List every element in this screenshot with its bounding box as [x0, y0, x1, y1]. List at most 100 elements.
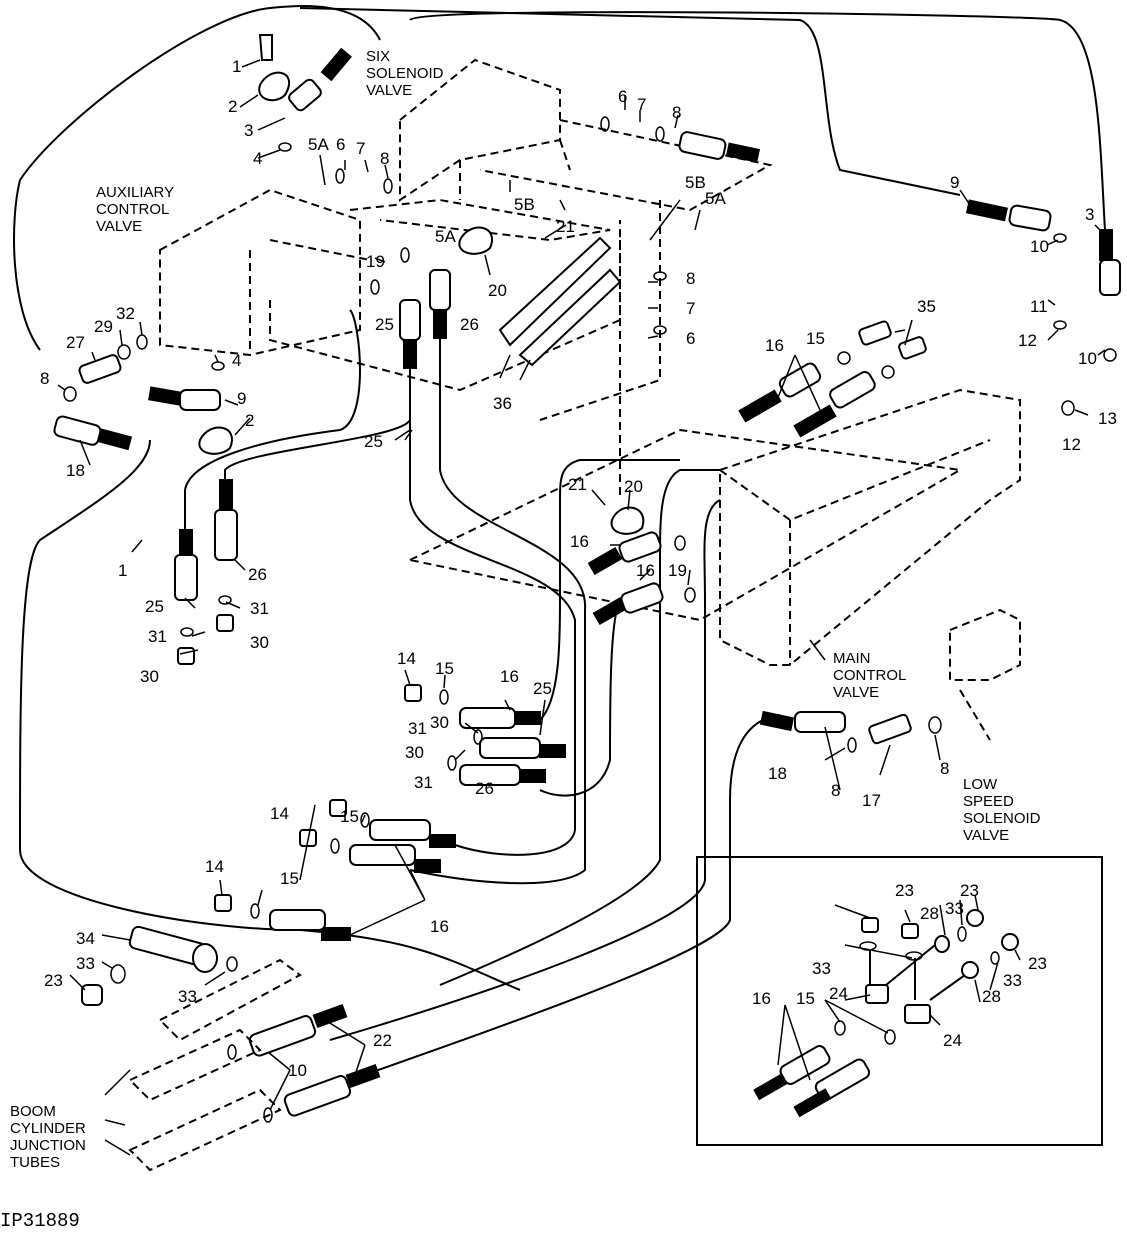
callout-32: 32	[116, 304, 135, 323]
o-ring-10d	[263, 1107, 273, 1123]
hose-end-16f	[429, 834, 456, 848]
label-low-speed-solenoid-valve: LOW SPEED SOLENOID VALVE	[963, 776, 1041, 844]
o-ring-15a	[837, 351, 851, 365]
callout-17: 17	[862, 791, 881, 810]
o-ring-33a	[110, 964, 126, 984]
o-ring-4b	[211, 361, 225, 371]
hose-end-16g	[414, 859, 441, 873]
fitting-9a	[1008, 204, 1052, 232]
hose-end-18b	[759, 710, 795, 732]
callout-28: 28	[982, 987, 1001, 1006]
callout-5a: 5A	[435, 227, 456, 246]
label-auxiliary-control-valve: AUXILIARY CONTROL VALVE	[96, 184, 175, 235]
callout-2: 2	[228, 97, 238, 116]
callout-26: 26	[460, 315, 479, 334]
hose-end-25b	[179, 529, 193, 556]
callout-16: 16	[430, 917, 449, 936]
o-ring-31c	[473, 729, 483, 745]
callout-10: 10	[1078, 349, 1097, 368]
cap-14d	[214, 894, 232, 912]
callout-16: 16	[636, 561, 655, 580]
hose-main-2	[439, 469, 720, 986]
callout-30: 30	[250, 633, 269, 652]
callout-36: 36	[493, 394, 512, 413]
o-ring-6b	[600, 116, 610, 132]
callout-15: 15	[806, 329, 825, 348]
callout-23: 23	[44, 971, 63, 990]
callout-14: 14	[205, 857, 224, 876]
o-ring-29	[117, 344, 131, 360]
hose-end-16e	[514, 711, 541, 725]
callout-14: 14	[397, 649, 416, 668]
callout-25: 25	[533, 679, 552, 698]
callout-5b: 5B	[685, 173, 706, 192]
callout-31: 31	[414, 773, 433, 792]
o-ring-6a	[335, 168, 345, 184]
boom-cylinder-junction-tubes	[128, 958, 302, 1172]
callout-20: 20	[488, 281, 507, 300]
callout-25: 25	[375, 315, 394, 334]
callout-2: 2	[245, 411, 255, 430]
fitting-22b	[283, 1075, 352, 1117]
o-ring-15c	[439, 689, 449, 705]
callout-33: 33	[1003, 971, 1022, 990]
fitting-16a	[778, 362, 822, 398]
callout-7: 7	[356, 139, 366, 158]
callout-16: 16	[752, 989, 771, 1008]
hose-end-26c	[519, 769, 546, 783]
callout-8: 8	[940, 759, 950, 778]
callout-35: 35	[917, 297, 936, 316]
hose-end-16h	[321, 927, 351, 941]
cap-30b	[177, 647, 195, 665]
fitting-9b	[179, 389, 221, 411]
callout-26: 26	[475, 779, 494, 798]
callout-8: 8	[672, 103, 682, 122]
fitting-27	[78, 354, 122, 384]
callout-28: 28	[920, 904, 939, 923]
auxiliary-control-valve-outline	[159, 188, 371, 357]
main-valve-plate	[406, 428, 964, 622]
callout-23: 23	[895, 881, 914, 900]
callout-33: 33	[76, 954, 95, 973]
o-ring-19b	[370, 279, 380, 295]
callout-23: 23	[960, 881, 979, 900]
callout-15: 15	[796, 989, 815, 1008]
hose-top-loop-2	[299, 7, 961, 196]
leader-lines	[57, 59, 1106, 1156]
fitting-25a	[399, 299, 421, 341]
detail-inset-parts	[753, 894, 1021, 1118]
callout-8: 8	[831, 781, 841, 800]
o-ring-4a	[278, 142, 292, 152]
hose-end-9a	[965, 199, 1008, 222]
callout-11: 11	[1030, 297, 1048, 316]
callout-6: 6	[618, 87, 628, 106]
fitting-16f	[369, 819, 431, 841]
callout-5b: 5B	[514, 195, 535, 214]
callout-19: 19	[366, 252, 385, 271]
callout-18: 18	[768, 764, 787, 783]
rod-36b	[518, 268, 622, 367]
o-ring-10a	[1053, 233, 1067, 243]
detail-inset-frame	[696, 856, 1103, 1146]
hose-end-25a	[403, 339, 417, 369]
o-ring-12a	[1053, 320, 1067, 330]
callout-6: 6	[336, 135, 346, 154]
o-ring-8d	[63, 386, 77, 402]
callout-12: 12	[1062, 435, 1081, 454]
bracket-20b	[610, 506, 645, 535]
o-ring-15e	[330, 838, 340, 854]
callout-9: 9	[237, 389, 247, 408]
callout-12: 12	[1018, 331, 1037, 350]
fitting-16g	[349, 844, 416, 866]
valve-plate-5B	[479, 119, 773, 212]
callout-14: 14	[270, 804, 289, 823]
o-ring-19c	[674, 535, 686, 551]
callout-4: 4	[232, 351, 242, 370]
callout-15: 15	[280, 869, 299, 888]
o-ring-6c	[653, 325, 667, 335]
label-six-solenoid-valve: SIX SOLENOID VALVE	[366, 48, 444, 99]
callout-20: 20	[624, 477, 643, 496]
hose-25	[409, 360, 576, 856]
o-ring-15f	[250, 903, 260, 919]
fitting-25c	[479, 737, 541, 759]
